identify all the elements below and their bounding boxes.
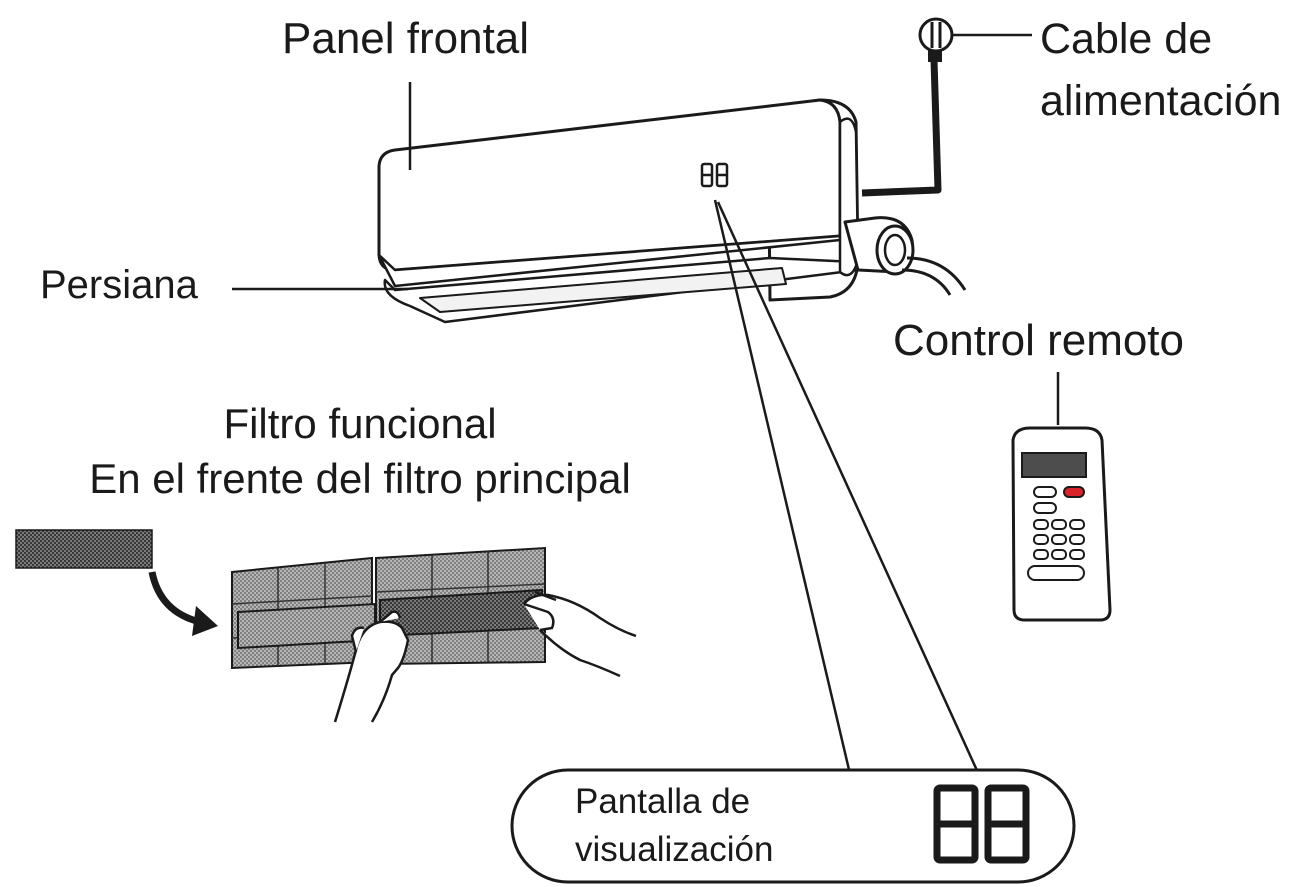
leader-display-left <box>713 199 860 809</box>
remote-control-icon <box>1011 426 1112 622</box>
label-pantalla-line2: visualización <box>575 830 774 869</box>
air-filter-icon <box>231 546 546 670</box>
label-cable-line1: Cable de <box>1040 15 1213 63</box>
seven-segment-display-icon <box>933 784 1030 864</box>
label-filtro-line2: En el frente del filtro principal <box>89 455 631 502</box>
label-pantalla-visualizacion: Pantalla de visualización <box>575 778 773 874</box>
label-filtro-funcional: Filtro funcional En el frente del filtro… <box>0 396 720 506</box>
label-cable-alimentacion: Cable de alimentación <box>1040 8 1281 132</box>
label-filtro-line1: Filtro funcional <box>223 400 497 447</box>
leader-lines <box>232 33 1060 811</box>
functional-filter-strip <box>15 529 153 569</box>
label-panel-frontal: Panel frontal <box>282 14 530 63</box>
label-cable-line2: alimentación <box>1040 77 1282 125</box>
hands-icon <box>333 590 637 723</box>
leader-display-right <box>716 201 997 811</box>
label-persiana: Persiana <box>40 263 198 307</box>
air-conditioner-indoor-unit <box>377 98 967 324</box>
power-plug-icon <box>918 17 954 62</box>
curved-arrow-icon <box>148 571 218 636</box>
label-control-remoto: Control remoto <box>893 316 1185 365</box>
unit-display-icon <box>700 162 729 188</box>
label-pantalla-line1: Pantalla de <box>575 782 751 821</box>
power-cable <box>861 59 942 197</box>
